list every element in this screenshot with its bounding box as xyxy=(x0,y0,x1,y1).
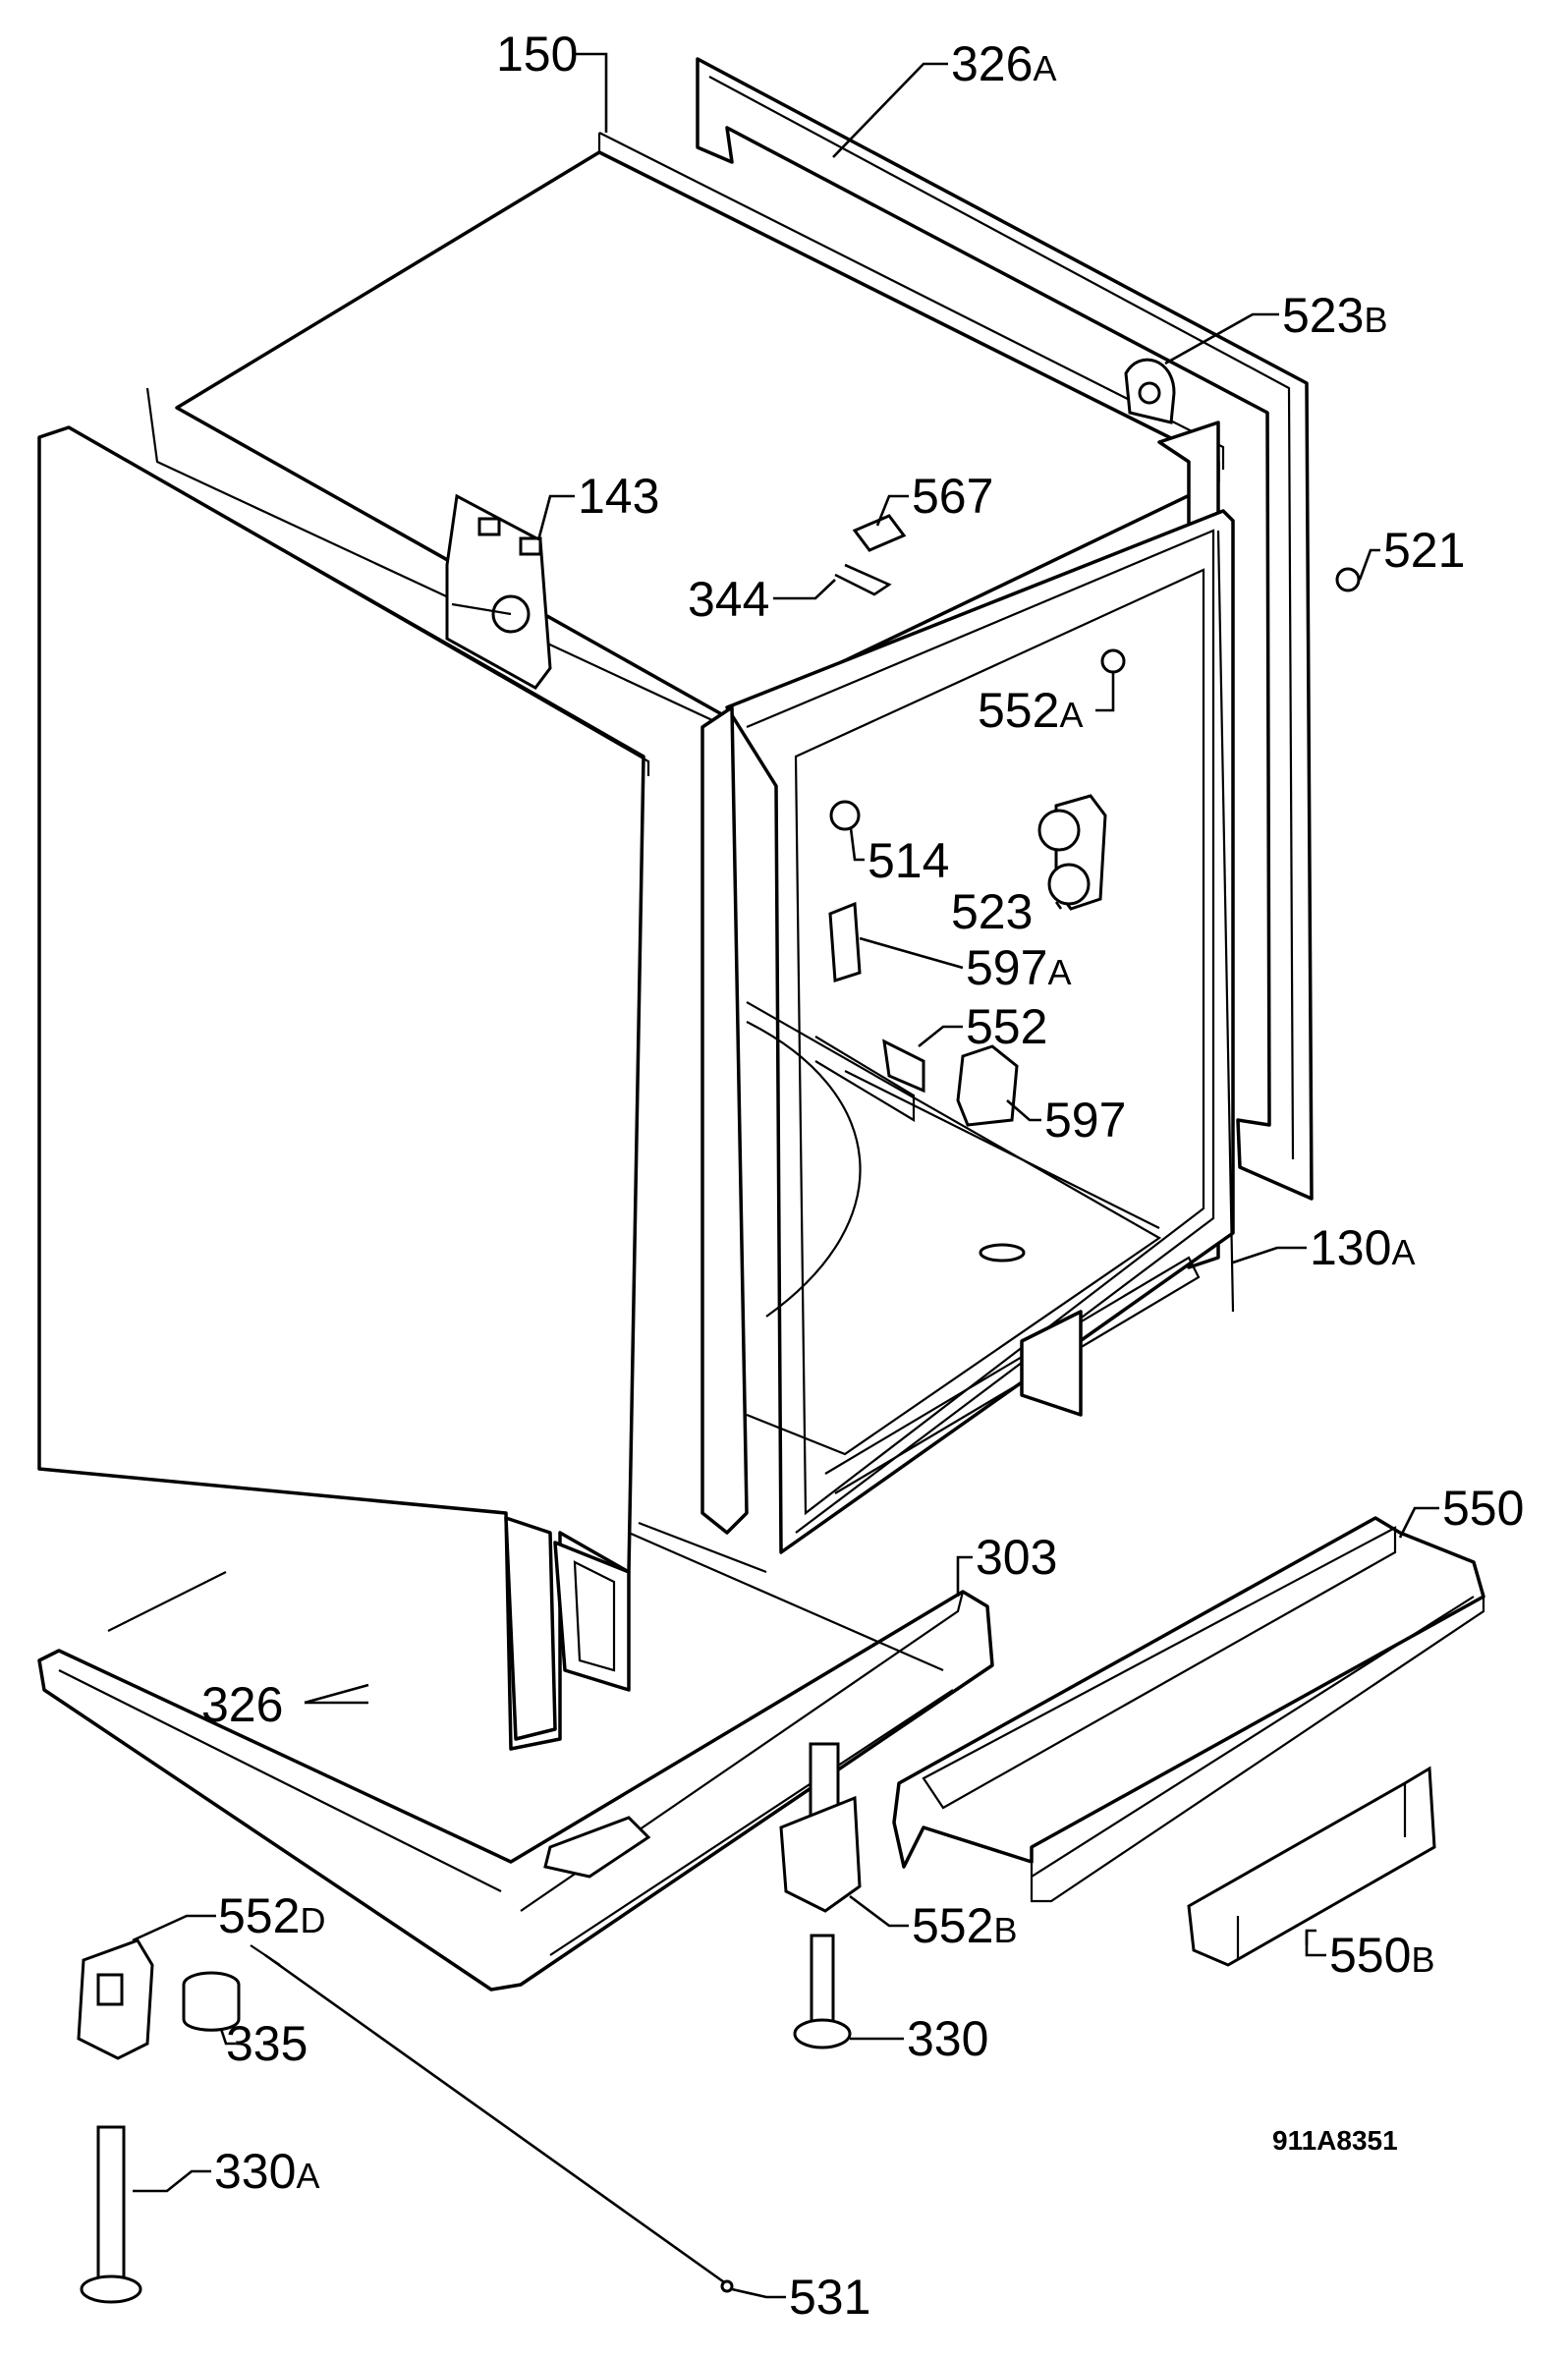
label-521: 521 xyxy=(1383,523,1465,578)
label-523b: 523B xyxy=(1282,288,1387,343)
label-150: 150 xyxy=(496,27,578,82)
label-597: 597 xyxy=(1044,1093,1126,1148)
label-143: 143 xyxy=(578,469,659,524)
guide-552 xyxy=(882,1039,925,1094)
label-552b: 552B xyxy=(912,1898,1017,1953)
label-597a: 597A xyxy=(966,940,1071,995)
clamp-597 xyxy=(956,1044,1019,1127)
drawing-code: 911A8351 xyxy=(1272,2125,1398,2156)
bracket-143 xyxy=(445,493,552,690)
label-344: 344 xyxy=(688,572,769,627)
screw-521 xyxy=(1335,567,1361,592)
label-531: 531 xyxy=(789,2270,870,2325)
label-550b: 550B xyxy=(1329,1928,1434,1983)
cabinet-body-150 xyxy=(145,132,1235,1554)
label-550: 550 xyxy=(1442,1481,1524,1536)
label-330a: 330A xyxy=(214,2144,319,2199)
label-130a: 130A xyxy=(1310,1220,1415,1275)
rollers-523 xyxy=(1037,794,1107,911)
door-seal-130a xyxy=(1216,530,1235,1313)
base-frame-303 xyxy=(37,1521,994,1992)
label-552a: 552A xyxy=(978,683,1083,738)
label-552: 552 xyxy=(966,999,1047,1054)
hinge-523b xyxy=(1124,358,1176,424)
label-330: 330 xyxy=(907,2011,988,2066)
label-326: 326 xyxy=(201,1677,283,1732)
leader-lines xyxy=(132,52,1439,2299)
label-523: 523 xyxy=(951,884,1033,939)
label-335: 335 xyxy=(226,2016,308,2071)
side-panel-326 xyxy=(37,425,650,1751)
label-303: 303 xyxy=(976,1530,1057,1585)
label-514: 514 xyxy=(868,833,949,888)
part-labels: 150 326A 523B 143 567 521 344 552A 514 5… xyxy=(201,27,1524,2325)
pin-552a xyxy=(1100,648,1126,674)
gear-335 xyxy=(182,1971,241,2032)
label-552d: 552D xyxy=(218,1888,325,1943)
kick-plate-550 xyxy=(892,1516,1485,1903)
clip-344 xyxy=(834,563,892,596)
foot-552b xyxy=(779,1742,862,1913)
bracket-550b xyxy=(1187,1766,1436,1967)
label-326a: 326A xyxy=(951,36,1056,91)
foot-552d xyxy=(77,1938,154,2060)
bracket-597a xyxy=(828,901,862,983)
screw-330 xyxy=(793,1934,852,2049)
bushing-514 xyxy=(829,800,861,831)
screw-330a xyxy=(80,2125,142,2304)
label-567: 567 xyxy=(912,469,993,524)
fitting-567 xyxy=(852,514,907,552)
rear-panel-326a xyxy=(696,57,1314,1201)
rod-531 xyxy=(250,1944,734,2293)
